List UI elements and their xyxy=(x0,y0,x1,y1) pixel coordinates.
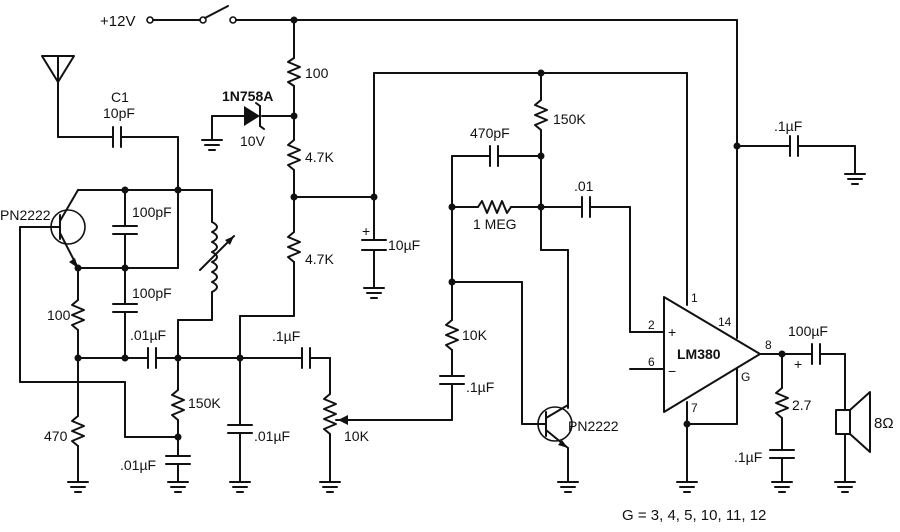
capacitor-10uf: + 10µF xyxy=(293,72,420,299)
c100p-lower-label: 100pF xyxy=(132,285,172,301)
power-switch xyxy=(204,5,229,19)
c10u-label: 10µF xyxy=(388,237,420,253)
zener-diode: 1N758A 10V xyxy=(201,88,295,151)
r150k-mid-label: 150K xyxy=(188,395,221,411)
supply-label: +12V xyxy=(100,13,135,30)
r100-top-label: 100 xyxy=(305,65,329,81)
c1u-a-label: .1µF xyxy=(272,328,300,344)
bias-divider: 100 4.7K 4.7K xyxy=(239,19,334,426)
c470p-label: 470pF xyxy=(470,125,510,141)
ground-pins-note: G = 3, 4, 5, 10, 11, 12 xyxy=(622,507,766,524)
svg-text:+: + xyxy=(794,356,802,372)
oscillator-tank: PN2222 100pF 100pF 100 xyxy=(0,186,303,493)
supply-rail: +12V xyxy=(100,5,738,313)
q2-label: PN2222 xyxy=(568,418,619,434)
speaker xyxy=(835,409,851,435)
c100u-label: 100µF xyxy=(788,323,828,339)
r150k-top-label: 150K xyxy=(553,111,586,127)
pinG-label: G xyxy=(741,370,750,384)
svg-text:+: + xyxy=(362,223,370,239)
zener-part-label: 1N758A xyxy=(222,88,273,104)
lm380-label: LM380 xyxy=(677,346,721,362)
output-stage: + 100µF 8Ω 2.7 .1µF xyxy=(734,323,894,493)
c1-name: C1 xyxy=(111,89,129,105)
volume-control: .1µF 10K xyxy=(272,328,453,493)
r27-label: 2.7 xyxy=(792,397,812,413)
r1meg-label: 1 MEG xyxy=(473,216,517,232)
r47k-lower-label: 4.7K xyxy=(305,251,334,267)
c01u-c-label: .01µF xyxy=(254,428,290,444)
speaker-label: 8Ω xyxy=(874,415,894,432)
antenna xyxy=(41,55,114,138)
r470-label: 470 xyxy=(44,428,68,444)
pin2-label: 2 xyxy=(648,318,655,332)
lm380-amplifier: LM380 1 14 2 6 8 7 G + − .1µF xyxy=(629,118,866,493)
pin1-label: 1 xyxy=(691,291,698,305)
pin14-label: 14 xyxy=(718,315,732,329)
pin7-label: 7 xyxy=(691,401,698,415)
zener-voltage-label: 10V xyxy=(240,133,266,149)
q1-label: PN2222 xyxy=(0,207,51,223)
pot-10k-label: 10K xyxy=(344,428,370,444)
inverting-mark: − xyxy=(668,363,676,379)
r10k-label: 10K xyxy=(462,327,488,343)
c01u-a-label: .01µF xyxy=(130,327,166,343)
capacitor-c1: C1 10pF xyxy=(103,89,179,269)
pin8-label: 8 xyxy=(765,338,772,352)
pin6-label: 6 xyxy=(648,355,655,369)
noninverting-mark: + xyxy=(668,324,676,340)
c1-value: 10pF xyxy=(103,105,135,121)
lm380-body xyxy=(663,296,761,413)
c01u-b-label: .01µF xyxy=(120,457,156,473)
c1u-b-label: .1µF xyxy=(466,379,494,395)
c1u-out-label: .1µF xyxy=(774,118,802,134)
r47k-upper-label: 4.7K xyxy=(305,149,334,165)
c100p-upper-label: 100pF xyxy=(132,204,172,220)
c1u-c-label: .1µF xyxy=(734,449,762,465)
switch-contact-a xyxy=(199,16,207,24)
preamp-supply-rail xyxy=(373,69,688,306)
c01-top-label: .01 xyxy=(574,178,594,194)
r100-left-label: 100 xyxy=(47,307,71,323)
preamp-stage: 150K 470pF 1 MEG .01 10K xyxy=(439,72,665,493)
